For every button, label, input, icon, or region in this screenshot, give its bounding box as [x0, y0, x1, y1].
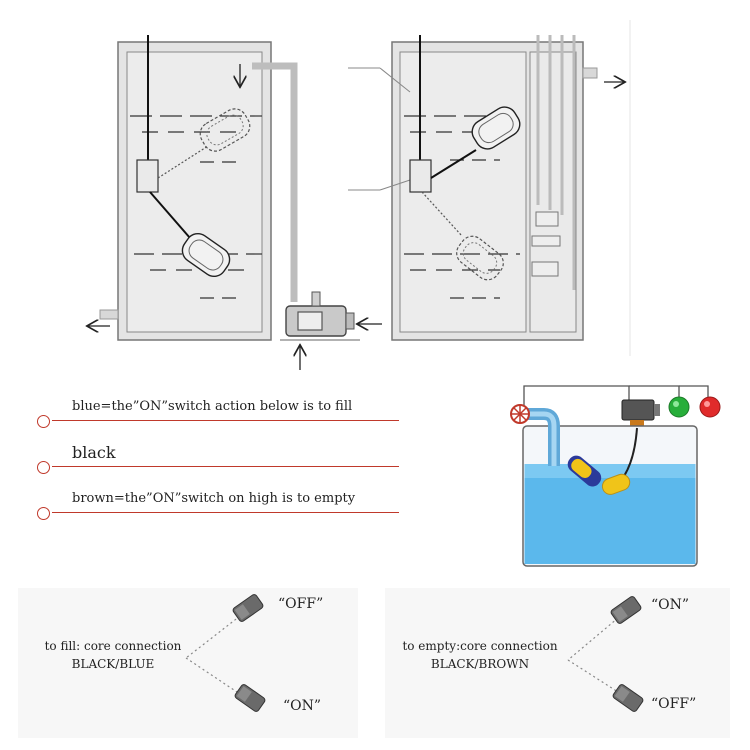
float-down-icon — [234, 684, 266, 712]
red-indicator-icon — [699, 396, 721, 418]
empty-core-connection-title: to empty:core connection — [402, 639, 558, 653]
wire-brown-line — [52, 512, 399, 513]
tank-illustration — [510, 385, 721, 567]
float-switch-icon — [567, 455, 631, 495]
green-indicator-icon — [668, 396, 690, 418]
empty-connection-panel — [385, 588, 730, 738]
valve-icon — [510, 404, 530, 424]
tank-schematic — [0, 20, 631, 370]
empty-core-connection-pair: BLACK/BROWN — [430, 657, 530, 671]
controller-icon — [621, 399, 660, 428]
wire-blue-terminal-icon — [37, 415, 50, 428]
empty-lower-state: “OFF” — [651, 696, 697, 712]
wire-black-terminal-icon — [37, 461, 50, 474]
pump-icon — [280, 291, 360, 341]
wire-black-label: black — [72, 443, 116, 462]
wire-black-line — [52, 466, 399, 467]
fill-core-connection-pair: BLACK/BLUE — [71, 657, 155, 671]
fill-connection-panel — [18, 588, 358, 738]
wire-brown-label: brown=the”ON”switch on high is to empty — [72, 491, 356, 506]
fill-switch-sketch — [185, 594, 266, 712]
connection-sketches — [185, 594, 644, 712]
float-up-icon — [610, 596, 642, 624]
wire-blue-label: blue=the”ON”switch action below is to fi… — [72, 399, 353, 414]
float-up-icon — [232, 594, 264, 622]
fill-lower-state: “ON” — [283, 698, 322, 714]
fill-core-connection-title: to fill: core connection — [44, 639, 182, 653]
fill-tank — [88, 35, 382, 370]
empty-upper-state: “ON” — [651, 597, 690, 613]
wire-brown-terminal-icon — [37, 507, 50, 520]
wire-blue-line — [52, 420, 399, 421]
empty-tank — [348, 20, 631, 356]
fill-upper-state: “OFF” — [278, 596, 324, 612]
empty-switch-sketch — [567, 596, 644, 712]
float-down-icon — [612, 684, 644, 712]
